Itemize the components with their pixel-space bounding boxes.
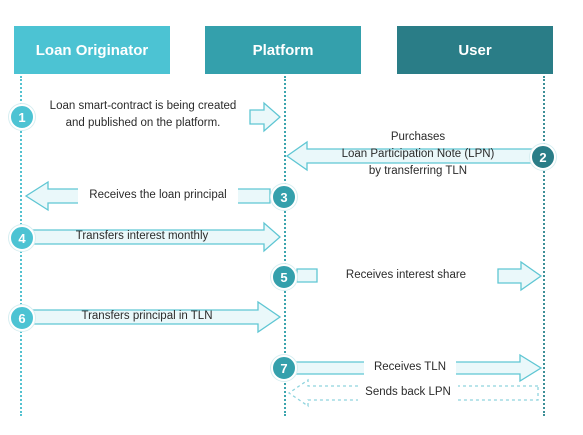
arrow-step-4 [27, 221, 281, 253]
step-2-badge: 2 [530, 144, 556, 170]
lifeline-user [543, 76, 545, 416]
lifeline-platform [284, 76, 286, 416]
step-3-line-1: Receives the loan principal [89, 189, 227, 201]
actor-user-label: User [458, 41, 492, 59]
arrow-step-6 [27, 300, 282, 334]
step-4-text: Transfers interest monthly [62, 228, 222, 245]
arrow-step-2 [285, 140, 536, 172]
step-5-line-1: Receives interest share [345, 269, 467, 281]
step-6-text: Transfers principal in TLN [62, 308, 232, 325]
step-2-line-3: by transferring TLN [368, 165, 468, 177]
arrow-step-5-head [497, 260, 543, 292]
arrow-step-1 [249, 101, 281, 133]
actor-platform: Platform [205, 26, 361, 74]
step-3-badge: 3 [271, 184, 297, 210]
step-7-line-1: Receives TLN [373, 361, 446, 373]
actor-user: User [397, 26, 553, 74]
step-1-badge: 1 [9, 104, 35, 130]
step-1-line-2: and published on the platform. [65, 117, 221, 129]
step-1-line-1: Loan smart-contract is being created [49, 100, 237, 112]
step-5-badge: 5 [271, 264, 297, 290]
step-2-line-1: Purchases [390, 131, 446, 143]
actor-loan-originator-label: Loan Originator [35, 41, 149, 59]
step-2-text: Purchases Loan Participation Note (LPN) … [318, 129, 518, 180]
arrow-step-5 [296, 268, 318, 283]
step-3-text: Receives the loan principal [78, 187, 238, 204]
step-6-badge: 6 [9, 305, 35, 331]
step-4-line-1: Transfers interest monthly [75, 230, 209, 242]
step-1-text: Loan smart-contract is being created and… [38, 98, 248, 132]
step-6-line-1: Transfers principal in TLN [81, 310, 213, 322]
step-7-badge: 7 [271, 355, 297, 381]
step-7-text: Receives TLN [364, 359, 456, 376]
step-2-line-2: Loan Participation Note (LPN) [341, 148, 495, 160]
step-4-badge: 4 [9, 225, 35, 251]
return-message-text: Sends back LPN [365, 386, 451, 398]
step-5-text: Receives interest share [330, 267, 482, 284]
actor-platform-label: Platform [252, 41, 314, 59]
actor-loan-originator: Loan Originator [14, 26, 170, 74]
